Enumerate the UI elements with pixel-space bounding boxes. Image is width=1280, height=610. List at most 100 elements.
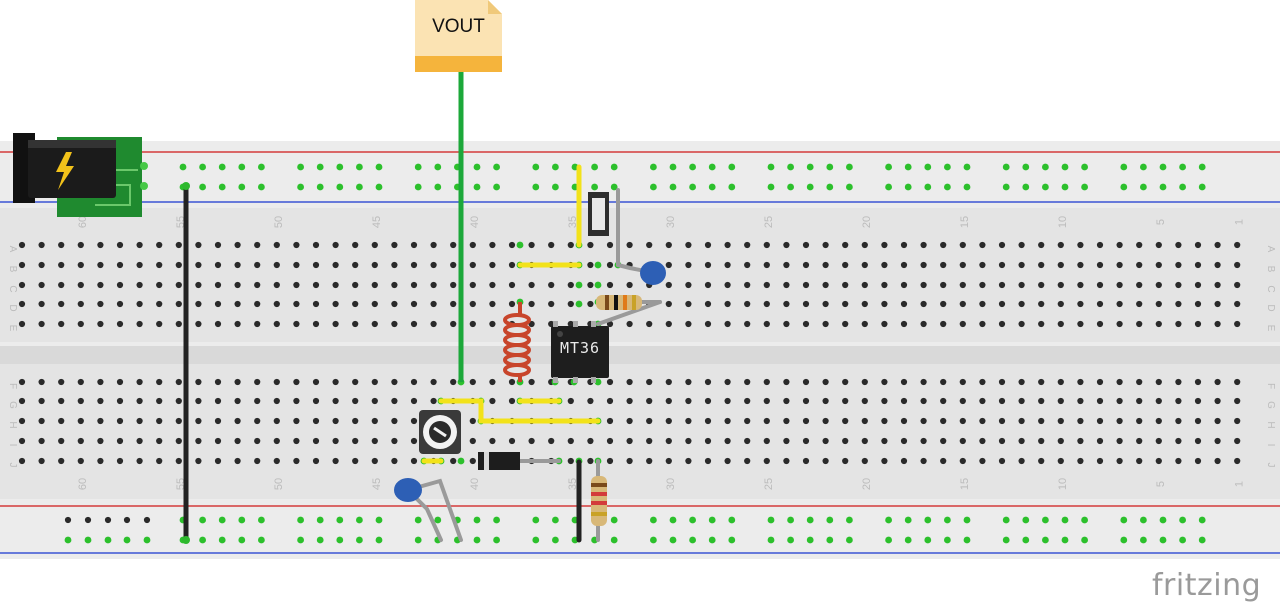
- column-number: 20: [861, 478, 873, 490]
- row-letter: I: [1265, 444, 1276, 447]
- breadboard-hole: [689, 536, 696, 544]
- breadboard-hole: [1096, 417, 1104, 425]
- breadboard-hole: [1002, 536, 1010, 544]
- breadboard-hole: [254, 437, 261, 445]
- column-number: 1: [1233, 481, 1245, 487]
- breadboard-hole: [610, 183, 618, 191]
- breadboard-hole: [689, 516, 696, 524]
- breadboard-hole: [1175, 378, 1182, 386]
- breadboard-hole: [606, 378, 614, 386]
- column-number: 40: [469, 216, 481, 228]
- breadboard-hole: [254, 300, 261, 308]
- breadboard-hole: [881, 397, 888, 405]
- breadboard-hole: [1116, 397, 1123, 405]
- breadboard-hole: [1214, 241, 1221, 249]
- breadboard-hole: [822, 261, 829, 269]
- breadboard-hole: [822, 241, 829, 249]
- breadboard-hole: [822, 281, 829, 289]
- breadboard-hole: [179, 163, 187, 171]
- column-number: 35: [567, 216, 579, 228]
- breadboard-hole: [787, 163, 794, 171]
- breadboard-hole: [469, 437, 476, 445]
- dc-power-jack: [13, 133, 148, 217]
- breadboard-hole: [410, 241, 418, 249]
- breadboard-hole: [826, 536, 834, 544]
- breadboard-hole: [293, 300, 300, 308]
- breadboard-hole: [473, 183, 481, 191]
- breadboard-hole: [238, 516, 246, 524]
- breadboard-hole: [410, 417, 418, 425]
- breadboard-hole: [1179, 163, 1186, 171]
- breadboard-hole: [861, 378, 868, 386]
- breadboard-hole: [1057, 300, 1064, 308]
- row-letter: I: [7, 444, 18, 447]
- breadboard-hole: [1116, 417, 1123, 425]
- breadboard-hole: [646, 397, 653, 405]
- breadboard-hole: [97, 320, 104, 328]
- breadboard-hole: [352, 397, 359, 405]
- breadboard-hole: [234, 417, 241, 425]
- breadboard-hole: [646, 378, 653, 386]
- breadboard-hole: [214, 281, 222, 289]
- breadboard-hole: [316, 516, 324, 524]
- breadboard-hole: [293, 457, 300, 465]
- row-letter: A: [7, 246, 18, 253]
- breadboard-hole: [979, 241, 986, 249]
- breadboard-hole: [665, 261, 672, 269]
- breadboard-hole: [58, 320, 65, 328]
- breadboard-hole: [548, 320, 555, 328]
- column-number: 50: [273, 216, 285, 228]
- breadboard-hole: [116, 300, 124, 308]
- breadboard-hole: [1038, 437, 1045, 445]
- breadboard-hole: [195, 457, 202, 465]
- breadboard-hole: [881, 300, 888, 308]
- breadboard-hole: [979, 320, 986, 328]
- breadboard-hole: [1116, 300, 1123, 308]
- breadboard-hole: [842, 457, 849, 465]
- breadboard-hole: [861, 417, 868, 425]
- lightning-icon: [56, 152, 74, 190]
- breadboard-hole: [885, 163, 892, 171]
- breadboard-hole: [18, 457, 26, 465]
- breadboard-hole: [940, 300, 947, 308]
- breadboard-hole: [156, 281, 163, 289]
- breadboard-hole: [842, 261, 849, 269]
- breadboard-hole: [685, 241, 692, 249]
- breadboard-hole: [998, 320, 1006, 328]
- breadboard-hole: [979, 397, 986, 405]
- breadboard-hole: [136, 241, 143, 249]
- breadboard-hole: [1140, 183, 1147, 191]
- breadboard-hole: [430, 378, 437, 386]
- breadboard-hole: [1136, 261, 1143, 269]
- breadboard-hole: [763, 300, 770, 308]
- breadboard-hole: [156, 437, 163, 445]
- breadboard-hole: [998, 281, 1006, 289]
- row-letter: G: [7, 401, 18, 409]
- breadboard-hole: [1116, 281, 1123, 289]
- breadboard-hole: [1120, 163, 1128, 171]
- breadboard-hole: [998, 241, 1006, 249]
- breadboard-hole: [763, 320, 770, 328]
- breadboard-hole: [254, 417, 261, 425]
- breadboard-hole: [77, 437, 84, 445]
- breadboard-hole: [783, 241, 790, 249]
- breadboard-hole: [136, 320, 143, 328]
- breadboard-hole: [1234, 261, 1241, 269]
- breadboard-hole: [1081, 516, 1088, 524]
- breadboard-hole: [195, 437, 202, 445]
- breadboard-hole: [58, 300, 65, 308]
- breadboard-hole: [594, 378, 602, 386]
- column-number: 35: [567, 478, 579, 490]
- breadboard-hole: [273, 378, 280, 386]
- breadboard-hole: [77, 378, 84, 386]
- breadboard-hole: [959, 320, 966, 328]
- breadboard-hole: [214, 397, 222, 405]
- column-number: 5: [1155, 219, 1167, 225]
- breadboard-hole: [199, 163, 207, 171]
- breadboard-hole: [567, 437, 574, 445]
- breadboard-hole: [116, 397, 124, 405]
- breadboard-hole: [234, 300, 241, 308]
- breadboard-hole: [469, 241, 476, 249]
- breadboard-hole: [234, 397, 241, 405]
- breadboard-hole: [312, 378, 320, 386]
